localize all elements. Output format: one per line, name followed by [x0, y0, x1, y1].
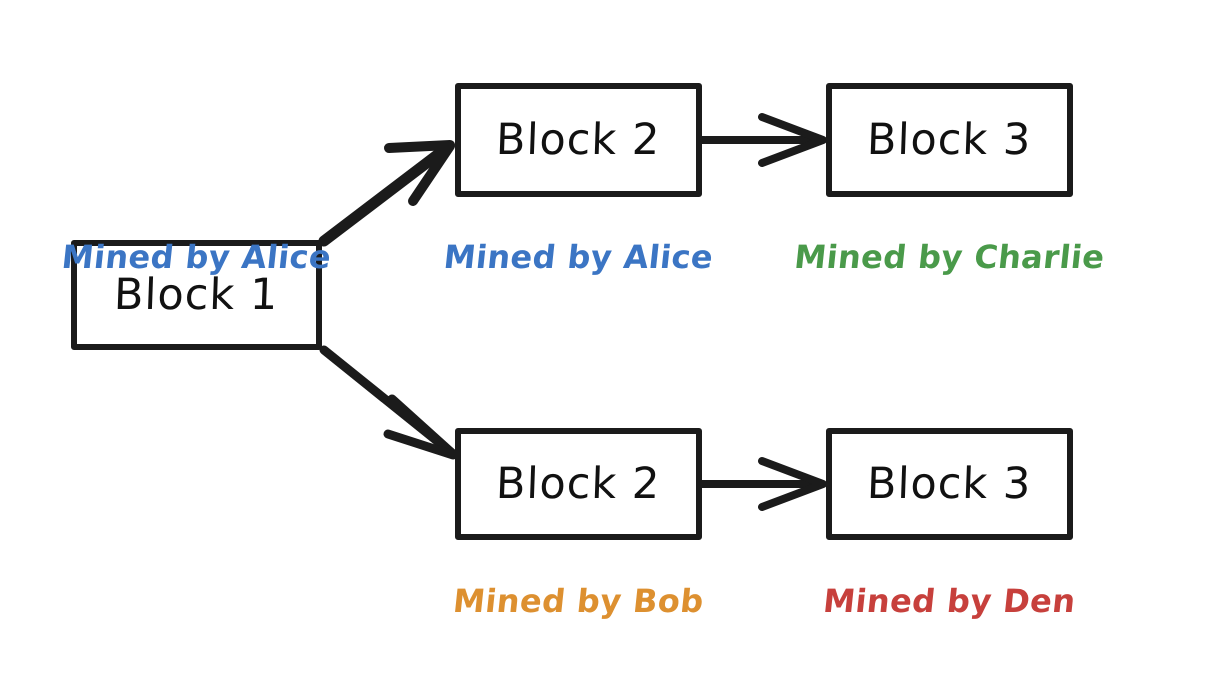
arrow-bot-chain	[698, 457, 827, 511]
block-node-block-1[interactable]: Block 1	[71, 240, 322, 350]
miner-caption-block-3-top: Mined by Charlie	[792, 238, 1107, 276]
miner-caption-block-2-bot: Mined by Bob	[451, 582, 706, 620]
block-label: Block 1	[113, 270, 280, 320]
block-label: Block 3	[866, 115, 1033, 165]
block-label: Block 2	[495, 115, 662, 165]
block-label: Block 3	[866, 459, 1033, 509]
block-node-block-3-bot[interactable]: Block 3	[826, 428, 1073, 540]
block-node-block-2-bot[interactable]: Block 2	[455, 428, 702, 540]
block-node-block-3-top[interactable]: Block 3	[826, 83, 1073, 197]
arrow-fork-up	[318, 140, 455, 247]
arrow-fork-down	[319, 345, 458, 460]
block-label: Block 2	[495, 459, 662, 509]
arrow-top-chain	[698, 113, 827, 167]
block-node-block-2-top[interactable]: Block 2	[455, 83, 702, 197]
miner-caption-block-2-top: Mined by Alice	[441, 238, 716, 276]
miner-caption-block-3-bot: Mined by Den	[821, 582, 1078, 620]
miner-caption-block-1: Mined by Alice	[59, 238, 334, 276]
